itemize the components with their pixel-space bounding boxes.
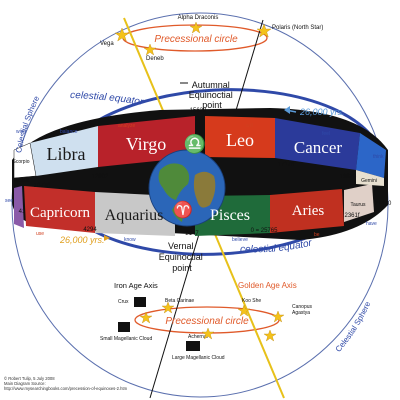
word-think: think [373,154,384,160]
earth-continent [158,163,190,200]
celestial-equator-label-bottom: celestial equator [240,238,314,256]
word-feel: feel [322,131,330,137]
star-icon [201,327,215,340]
star-beta-carinae-label: Beta Carinae [165,298,194,304]
star-icon [263,329,277,342]
year-number: 2147 [185,231,199,237]
star-alpha-draconis-label: Alpha Draconis [178,15,219,21]
aries-glyph: ♈ [173,200,193,219]
star-crux-label: Crux [118,299,129,305]
sign-capricorn: Capricorn [30,205,90,221]
year-number: 0 = 25765 [251,228,279,234]
years-label-top: 26,000 yrs. [299,107,345,117]
wish-segment [14,186,24,228]
sign-leo: Leo [226,130,254,150]
year-number: 41 [19,209,26,215]
iron-age-axis-label: Iron Age Axis [114,281,158,290]
star-icons-top [114,21,272,56]
year-number: 8588 [15,178,29,184]
gemini-segment [356,170,384,186]
years-arrowhead-top [284,106,290,114]
word-will: will [246,123,253,129]
star-canopus-label: Canopus Agastya [292,304,313,316]
crux-image [134,297,146,307]
libra-glyph: ♎ [184,133,206,154]
sign-virgo: Virgo [126,134,167,154]
vernal-label: Vernal Equinoctial point [159,241,206,273]
word-see: see [5,198,13,204]
small-magellanic-cloud-image [118,322,130,332]
years-label-bottom: 26,000 yrs. [59,235,105,245]
scorpio-segment [13,142,37,179]
sign-libra: Libra [47,144,86,164]
star-icon [237,304,251,317]
year-number: 2361f [344,213,359,219]
star-icon [189,21,203,34]
star-icon [271,310,285,323]
earth-continent [172,205,183,222]
aries-segment [270,189,344,233]
sign-cancer: Cancer [294,138,342,157]
word-have: have [366,221,377,227]
star-icon [161,301,175,314]
taurus-segment [344,184,374,222]
celestial-sphere-label-right: Celestial Sphere [334,300,373,354]
word-believe: believe [232,237,248,243]
years-arrowhead-bottom [104,235,110,241]
star-polaris-label: Polaris (North Star) [272,25,323,31]
year-number: 19323 [340,174,357,180]
sign-scorpio: Scorpio [13,159,30,165]
celestial-equator-label-top: celestial equator [70,90,145,108]
large-magellanic-cloud-image [186,341,200,351]
word-use: use [36,231,44,237]
large-magellanic-cloud-label: Large Magellanic Cloud [172,355,225,361]
small-magellanic-cloud-label: Small Magellanic Cloud [100,336,152,342]
leo-segment [205,116,275,158]
year-number: 10736 [34,183,51,189]
year-number: 15629 [190,108,207,114]
capricorn-segment [24,186,95,233]
year-number: 4294 [83,227,97,233]
credits: © Robert Tulip, 5 July 2008 Main Diagram… [4,376,128,391]
star-icons-bottom [139,301,285,342]
libra-segment [30,126,98,176]
sign-aries: Aries [292,203,325,219]
year-number: 12002 [92,174,109,180]
star-icon [143,43,157,56]
sign-pisces: Pisces [210,207,250,224]
word-wish: wish [16,129,26,135]
sign-taurus: Taurus [350,202,366,208]
sign-gemini: Gemini [361,178,377,184]
star-icon [256,23,272,38]
year-number: 21470 [375,201,392,207]
word-be: be [314,232,320,238]
star-vega-label: Vega [100,41,114,47]
precessional-circle-top-label: Precessional circle [154,34,238,45]
star-koo-she-label: Koo She [242,298,261,304]
word-analyze: analyze [118,123,135,129]
think-segment [356,133,386,178]
star-achernar-label: Achernar [188,334,209,340]
star-deneb-label: Deneb [146,56,164,62]
cancer-segment [275,118,360,170]
autumnal-label: Autumnal Equinoctial point [189,80,236,110]
sign-aquarius: Aquarius [105,207,164,224]
star-icon [139,311,153,324]
precessional-circle-bottom-label: Precessional circle [165,316,249,327]
star-icon [114,27,130,42]
golden-age-axis-label: Golden Age Axis [238,281,297,290]
year-number: 17176 [278,162,295,168]
word-balance: balance [60,129,78,135]
earth-continent [193,171,216,208]
word-know: know [124,237,136,243]
